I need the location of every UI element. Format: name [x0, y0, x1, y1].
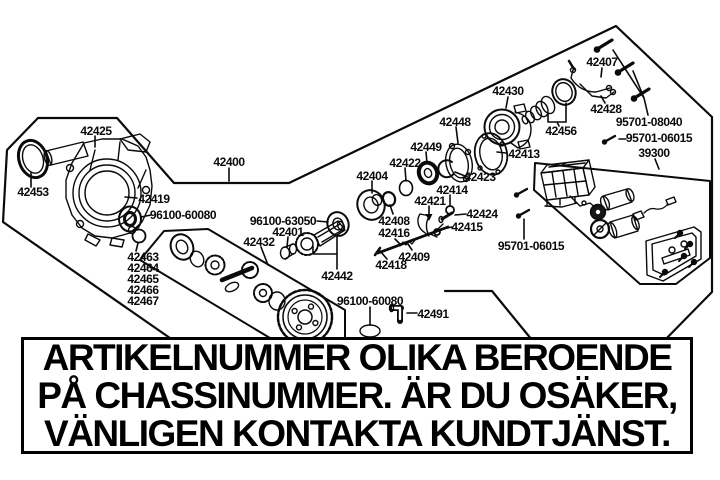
leader-96100-63050: [316, 220, 329, 223]
leader-42421: [425, 205, 433, 221]
label-95701-06015-a: 95701-06015: [626, 131, 693, 145]
label-42463: 42463: [127, 250, 159, 264]
bearing-42449-glyph: [416, 160, 440, 186]
label-42464: 42464: [127, 261, 159, 275]
label-42424: 42424: [466, 207, 498, 221]
leader-95701-08040: [612, 49, 649, 116]
notice-banner: ARTIKELNUMMER OLIKA BEROENDE PÅ CHASSINU…: [21, 337, 693, 454]
gasket-42448-glyph: [444, 142, 474, 183]
label-42449: 42449: [410, 140, 442, 154]
snapring-42423-glyph: [437, 159, 455, 179]
race-42408-glyph: [381, 191, 397, 207]
label-95701-08040: 95701-08040: [616, 115, 683, 129]
label-42421: 42421: [414, 194, 446, 208]
notice-line-3: VÄNLIGEN KONTAKTA KUNDTJÄNST.: [44, 412, 671, 454]
coupling-42430-glyph: [483, 103, 532, 150]
bracket-42407-glyph: [567, 59, 613, 93]
housing-42425-glyph: [43, 133, 153, 248]
leader-42416: [394, 238, 401, 245]
label-42442: 42442: [321, 269, 353, 283]
cam-42456-glyph: [521, 78, 577, 125]
inner-box-39300: [533, 162, 711, 285]
leader-42407: [600, 67, 603, 78]
seal-42453-glyph: [16, 138, 50, 180]
leader-42428: [600, 95, 606, 104]
leader-39300: [654, 158, 660, 170]
leader-42409: [407, 243, 413, 251]
breather-42491-glyph: [359, 303, 404, 338]
leader-42432: [260, 246, 269, 266]
bracket-42428-glyph: [579, 83, 617, 99]
leader-96100-60080-a: [140, 214, 152, 218]
notice-line-1: ARTIKELNUMMER OLIKA BEROENDE: [42, 337, 673, 378]
leader-42422: [404, 167, 407, 182]
leader-42423: [454, 171, 466, 177]
leader-42415: [442, 226, 453, 230]
label-96100-60080-a: 96100-60080: [150, 208, 217, 222]
label-42423: 42423: [464, 170, 496, 184]
label-42408: 42408: [378, 214, 410, 228]
leader-42430: [505, 96, 509, 109]
label-42422: 42422: [389, 156, 421, 170]
label-42415: 42415: [451, 220, 483, 234]
leader-42401: [286, 236, 289, 248]
label-42404: 42404: [356, 169, 388, 183]
label-42409: 42409: [398, 250, 430, 264]
label-95701-06015-b: 95701-06015: [498, 239, 565, 253]
leader-42413: [496, 151, 507, 154]
label-42428: 42428: [590, 102, 622, 116]
label-42467: 42467: [127, 294, 159, 308]
leader-42456: [547, 102, 567, 127]
label-42430: 42430: [492, 84, 524, 98]
label-96100-60080-b: 96100-60080: [337, 294, 404, 308]
ring-42422-glyph: [398, 179, 414, 197]
label-42465: 42465: [127, 272, 159, 286]
stud-42424-glyph: [438, 211, 454, 224]
leader-42442: [312, 234, 338, 270]
label-42401: 42401: [272, 225, 304, 239]
notice-line-2: PÅ CHASSINUMMER. ÄR DU OSÄKER,: [37, 374, 678, 416]
label-42453: 42453: [17, 185, 49, 199]
leader-42424: [454, 213, 467, 216]
leader-42449: [425, 151, 428, 164]
label-42413: 42413: [508, 147, 540, 161]
label-42456: 42456: [545, 124, 577, 138]
bolts-95701-06015-lower-glyph: [513, 187, 531, 219]
label-42425: 42425: [80, 124, 112, 138]
leader-42419: [124, 196, 138, 199]
label-42466: 42466: [127, 283, 159, 297]
pin-42418-glyph: [373, 246, 382, 257]
bolt-95701-06015-upper-glyph: [601, 134, 617, 145]
label-39300: 39300: [638, 146, 670, 160]
label-42407: 42407: [586, 55, 618, 69]
leader-42463: [135, 242, 139, 252]
label-42448: 42448: [439, 115, 471, 129]
seal-96100-60080-left-glyph: [118, 205, 147, 244]
label-42416: 42416: [378, 226, 410, 240]
leader-lines: [30, 49, 660, 326]
leader-42448: [455, 126, 459, 144]
label-42419: 42419: [138, 192, 170, 206]
label-42491: 42491: [417, 307, 449, 321]
label-96100-63050: 96100-63050: [250, 214, 317, 228]
leader-42418: [379, 250, 388, 260]
label-42418: 42418: [375, 258, 407, 272]
outer-boundary: [1, 24, 714, 347]
shaft-42409-glyph: [376, 225, 450, 255]
label-42400: 42400: [213, 155, 245, 169]
part-labels: 42425 42453 42400 42419 96100-60080 4246…: [17, 55, 693, 321]
pinion-42442-glyph: [279, 211, 350, 260]
label-42414: 42414: [436, 183, 468, 197]
actuator-39300-glyph: [540, 159, 702, 282]
label-42432: 42432: [243, 235, 275, 249]
leader-42408: [389, 204, 394, 215]
